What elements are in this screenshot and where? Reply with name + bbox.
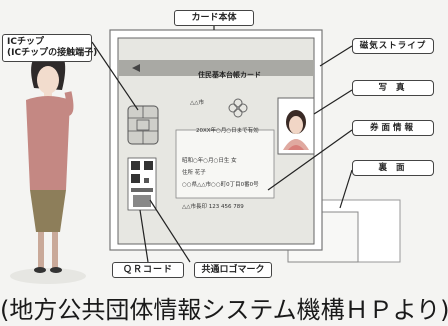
- photo-label: 写 真: [352, 80, 434, 96]
- ic-chip-label: ICチップ (ICチップの接触端子): [2, 34, 98, 62]
- leader-ic-chip: [91, 41, 139, 111]
- leader-magnetic-stripe: [319, 45, 353, 67]
- card-body-label: カード本体: [174, 10, 254, 26]
- card-issuer: △△市長印 123 456 789: [182, 204, 244, 210]
- card-title: 住民基本台帳カード: [198, 71, 261, 79]
- card-line2: 住所 花子: [182, 170, 206, 176]
- leader-qr: [139, 209, 149, 263]
- back-label: 裏 面: [352, 160, 434, 176]
- flower-logo-icon: [228, 98, 248, 118]
- leader-logo: [149, 199, 191, 263]
- qr-code-label: ＱＲコード: [112, 262, 184, 278]
- card-line3: ○○県△△市○○町0丁目0番0号: [182, 182, 259, 188]
- stripe-arrow-icon: [132, 64, 140, 72]
- ic-chip-label-sub: (ICチップの接触端子): [7, 48, 98, 58]
- leader-lines: [91, 24, 353, 263]
- common-logo-label: 共通ロゴマーク: [194, 262, 272, 278]
- leader-face-info: [267, 129, 353, 191]
- card-town: △△市: [190, 100, 204, 106]
- photo-person-icon: [283, 110, 309, 150]
- ic-chip-label-main: ICチップ: [7, 37, 44, 47]
- leader-back: [339, 169, 353, 209]
- woman-figure: [10, 46, 86, 284]
- face-info-area: [175, 129, 275, 199]
- magnetic-stripe-label: 磁気ストライプ: [352, 38, 434, 54]
- leader-photo: [313, 89, 353, 115]
- magnetic-stripe: [118, 60, 314, 76]
- face-info-label: 券面情報: [352, 120, 434, 136]
- source-caption: (地方公共団体情報システム機構ＨＰより): [0, 296, 448, 324]
- card-line1: 昭和○年○月○日生 女: [182, 158, 237, 164]
- card-expiry: 20XX年○月○日まで有効: [196, 128, 259, 134]
